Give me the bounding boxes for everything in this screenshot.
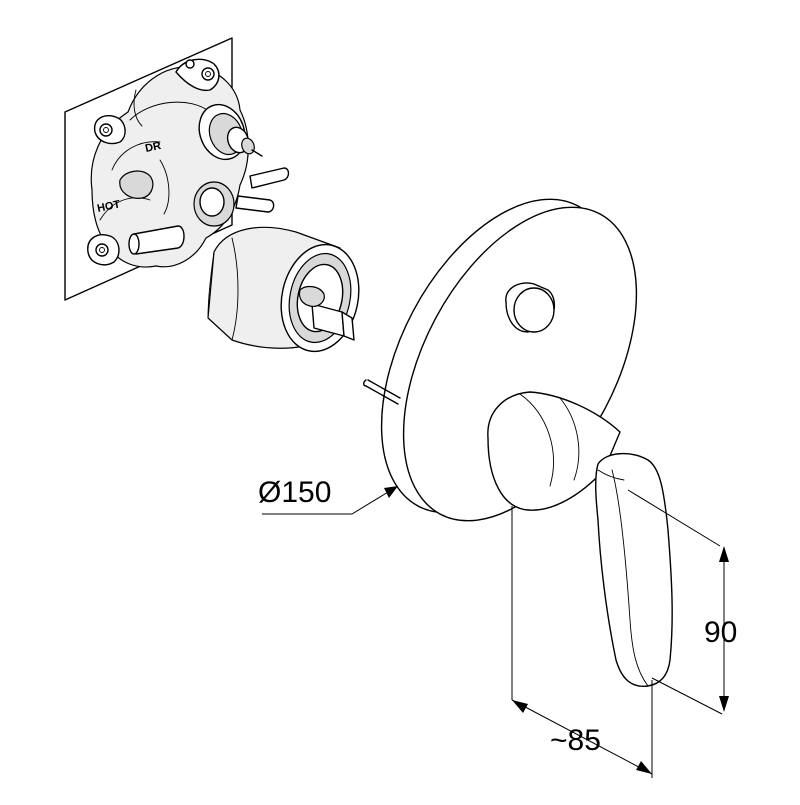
diameter-dimension: Ø150 <box>258 476 399 515</box>
width-arrow-left <box>512 700 528 713</box>
cartridge <box>207 226 360 353</box>
diameter-label: Ø150 <box>258 476 331 509</box>
outlet-label: DR <box>144 140 162 155</box>
screw-hole-left-upper <box>99 123 113 137</box>
diverter-knob-face <box>513 287 555 333</box>
width-dimension: ~85 <box>511 506 653 778</box>
width-arrow-right <box>636 761 652 774</box>
screw-hole-top <box>201 67 215 81</box>
mounting-pin <box>367 379 401 399</box>
screw-hole-top-2 <box>185 59 195 69</box>
concealed-valve-body: DR HOT <box>64 37 290 301</box>
inlet-label: HOT <box>96 198 121 215</box>
handle-lever <box>595 453 673 687</box>
height-arrow-bottom <box>719 696 729 712</box>
handle-hub <box>487 391 621 511</box>
width-label: ~85 <box>550 724 601 757</box>
diverter-knob <box>505 282 555 333</box>
diameter-arrow <box>384 486 398 498</box>
lever-handle <box>487 391 673 687</box>
height-dimension: 90 <box>627 489 737 715</box>
screw-hole-left-lower <box>95 243 109 257</box>
height-label: 90 <box>704 616 737 649</box>
height-arrow-top <box>719 546 729 562</box>
